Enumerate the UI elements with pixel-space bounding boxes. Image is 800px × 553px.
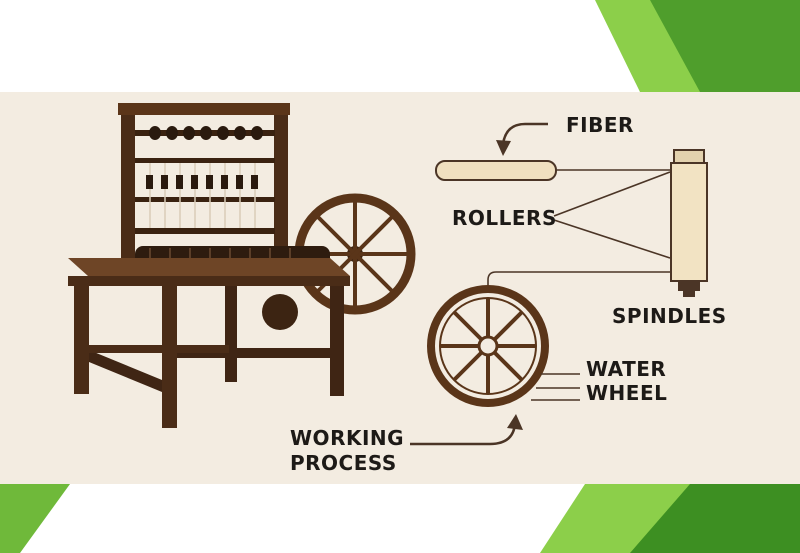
fiber-roving bbox=[435, 160, 557, 181]
green-shape-top-dark bbox=[650, 0, 800, 92]
label-water-wheel-line2: WHEEL bbox=[586, 381, 668, 405]
label-working-process-line2: PROCESS bbox=[290, 451, 397, 475]
stretcher-back bbox=[89, 345, 229, 353]
green-shape-bottom-right-dark bbox=[630, 484, 800, 553]
table-top bbox=[68, 258, 350, 276]
label-water-wheel: WATER WHEEL bbox=[586, 357, 667, 405]
water-wheel bbox=[427, 285, 549, 407]
stretcher-front bbox=[177, 348, 332, 358]
label-water-wheel-line1: WATER bbox=[586, 357, 667, 381]
label-working-process: WORKING PROCESS bbox=[290, 426, 404, 476]
working-process-arrow bbox=[410, 423, 517, 446]
label-spindles: SPINDLES bbox=[612, 304, 727, 328]
belt-drum bbox=[262, 294, 298, 330]
spinning-frame-machine bbox=[68, 103, 416, 428]
label-working-process-line1: WORKING bbox=[290, 426, 405, 450]
working-process-arrow-head bbox=[507, 414, 523, 430]
water-wheel-pointer-lines bbox=[531, 373, 580, 401]
frame-post-left bbox=[121, 110, 135, 270]
spindle bbox=[670, 149, 708, 297]
green-shape-bottom-left bbox=[0, 484, 70, 553]
drive-belt-line bbox=[487, 271, 670, 292]
fiber-arrow-head bbox=[496, 140, 511, 156]
rollers-pointer-lines bbox=[553, 171, 671, 259]
frame-top-rail bbox=[118, 103, 290, 115]
label-fiber: FIBER bbox=[566, 113, 634, 137]
table-leg-back-right bbox=[330, 286, 344, 396]
bobbin-rows bbox=[135, 126, 275, 234]
label-rollers: ROLLERS bbox=[452, 206, 557, 230]
schematic-diagram bbox=[410, 122, 708, 446]
table-leg-back-left bbox=[225, 286, 237, 382]
table-leg-front-left bbox=[74, 286, 89, 394]
fiber-arrow bbox=[501, 122, 548, 145]
stretcher-side bbox=[89, 350, 162, 392]
table-leg-front-right bbox=[162, 286, 177, 428]
frame-post-right bbox=[274, 112, 288, 262]
